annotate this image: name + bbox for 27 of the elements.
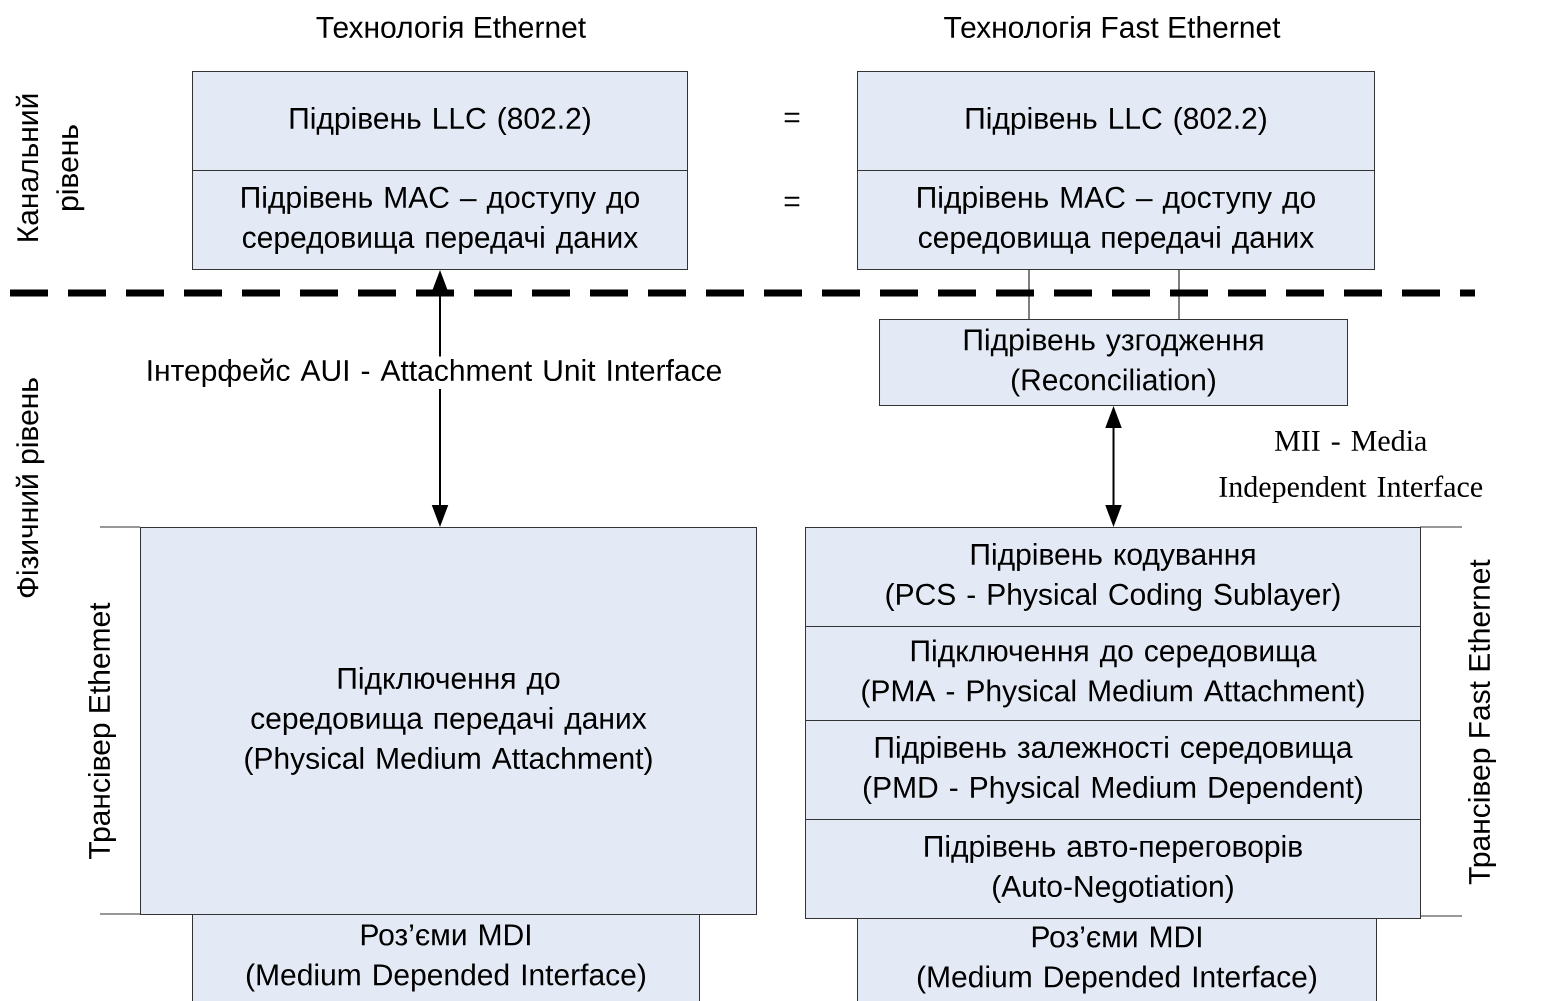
layer-label: Фізичний рівень xyxy=(15,378,45,598)
sublayer-box: Підрівень MAC – доступу до середовища передачі даних xyxy=(857,170,1375,270)
node-label: Роз’єми MDI xyxy=(361,924,530,946)
connector-line xyxy=(1028,269,1030,320)
equal-sign: = xyxy=(784,196,800,207)
sublayer-box: Підрівень залежності середовища (PMD - Physical Medium Dependent) xyxy=(805,720,1421,820)
column-heading: Технологія Ethernet xyxy=(316,16,586,38)
connector-box: Роз’єми MDI (Medium Depended Interface) xyxy=(192,914,700,1001)
sublayer-box: Підключення до середовища (PMA - Physical Medium Attachment) xyxy=(805,626,1421,721)
equal-sign: = xyxy=(784,112,800,123)
sublayer-box: Підрівень кодування (PCS - Physical Coding Sublayer) xyxy=(805,527,1421,627)
sublayer-box: Підрівень авто-переговорів (Auto-Negotiation) xyxy=(805,819,1421,919)
sublayer-box: Підрівень MAC – доступу до середовища передачі даних xyxy=(192,170,688,270)
node-label: (Medium Depended Interface) xyxy=(246,963,645,992)
layer-label: Канальний рівень xyxy=(15,94,85,241)
node-label: Роз’єми MDI xyxy=(1032,926,1201,948)
sublayer-box: Підрівень LLC (802.2) xyxy=(857,71,1375,171)
connector-box: Роз’єми MDI (Medium Depended Interface) xyxy=(857,918,1377,1001)
sublayer-box: Підрівень LLC (802.2) xyxy=(192,71,688,171)
transceiver-label: Трансівер Ethemet xyxy=(88,602,116,859)
edge-label: MII - Media Independent Interface xyxy=(1219,429,1483,504)
node-label: (Medium Depended Interface) xyxy=(917,965,1316,994)
sublayer-box: Підрівень узгодження (Reconciliation) xyxy=(879,319,1348,406)
edge-label: Інтерфейс AUI - Attachment Unit Interface xyxy=(148,358,721,388)
transceiver-label: Трансівер Fast Ethernet xyxy=(1468,559,1496,885)
connector-line xyxy=(1178,269,1180,320)
column-heading: Технологія Fast Ethernet xyxy=(944,16,1281,38)
